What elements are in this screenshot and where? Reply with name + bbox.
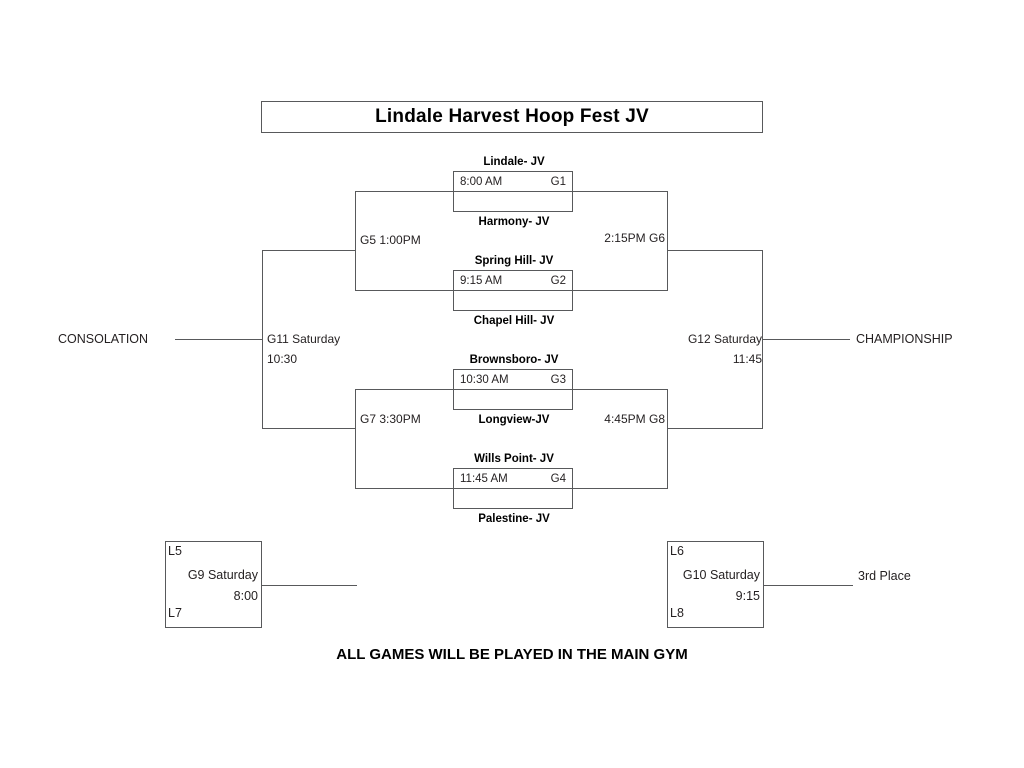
final-g11-line1: G11 Saturday: [267, 332, 341, 346]
connector-g3-to-g8: [573, 389, 668, 390]
g9-output-line: [261, 585, 357, 586]
semifinal-g6-label: 2:15PM G6: [604, 231, 665, 245]
game-g10-line2: 9:15: [735, 589, 760, 603]
seed-l8: L8: [670, 606, 684, 620]
seed-l5: L5: [168, 544, 182, 558]
bracket-spine-g7: [355, 389, 356, 488]
final-g11-line2: 10:30: [267, 352, 298, 366]
final-g12-line2: 11:45: [732, 352, 762, 366]
game-g4-row: 11:45 AM G4: [454, 469, 572, 489]
connector-g1-to-g6: [573, 191, 668, 192]
g10-output-line: [763, 585, 853, 586]
team-g2-top: Spring Hill- JV: [474, 255, 554, 267]
final-g12-line1: G12 Saturday: [687, 332, 762, 346]
team-g1-bottom: Harmony- JV: [478, 216, 550, 228]
semifinal-g8-label: 4:45PM G8: [604, 412, 665, 426]
team-g3-bottom: Longview-JV: [478, 414, 550, 426]
game-box-g4[interactable]: Wills Point- JV 11:45 AM G4 Palestine- J…: [453, 453, 573, 525]
championship-label: CHAMPIONSHIP: [856, 332, 953, 346]
game-g2-time: 9:15 AM: [460, 274, 503, 287]
championship-output-line: [762, 339, 850, 340]
connector-g2-to-g5: [355, 290, 454, 291]
game-box-g3[interactable]: Brownsboro- JV 10:30 AM G3 Longview-JV: [453, 354, 573, 426]
bracket-spine-g11: [262, 250, 263, 428]
consolation-g7-label: G7 3:30PM: [360, 412, 421, 426]
connector-g1-to-g5: [355, 191, 454, 192]
game-g4-id: G4: [550, 472, 566, 485]
seed-l6: L6: [670, 544, 684, 558]
team-g3-top: Brownsboro- JV: [469, 354, 559, 366]
team-g1-top: Lindale- JV: [483, 156, 545, 168]
team-g2-bottom: Chapel Hill- JV: [473, 315, 555, 327]
game-g3-row: 10:30 AM G3: [454, 370, 572, 390]
game-g9-line2: 8:00: [233, 589, 258, 603]
game-g1-id: G1: [550, 175, 566, 188]
connector-g4-to-g8: [573, 488, 668, 489]
game-g1-time: 8:00 AM: [460, 175, 503, 188]
page-title: Lindale Harvest Hoop Fest JV: [375, 106, 649, 127]
game-g2-row: 9:15 AM G2: [454, 271, 572, 291]
footer-note: ALL GAMES WILL BE PLAYED IN THE MAIN GYM: [336, 646, 688, 663]
team-g4-top: Wills Point- JV: [474, 453, 554, 465]
consolation-label: CONSOLATION: [58, 332, 149, 346]
tournament-title-box: Lindale Harvest Hoop Fest JV: [261, 101, 763, 133]
game-g10-line1: G10 Saturday: [682, 568, 760, 582]
game-box-g1[interactable]: Lindale- JV 8:00 AM G1 Harmony- JV: [453, 156, 573, 228]
consolation-box-g9[interactable]: [165, 541, 262, 628]
connector-g8-to-g12: [667, 428, 763, 429]
game-g9-line1: G9 Saturday: [187, 568, 258, 582]
connector-g6-to-g12: [667, 250, 763, 251]
consolation-output-line: [175, 339, 262, 340]
game-g3-id: G3: [550, 373, 566, 386]
game-g1-row: 8:00 AM G1: [454, 172, 572, 192]
seed-l7: L7: [168, 606, 182, 620]
game-box-g2[interactable]: Spring Hill- JV 9:15 AM G2 Chapel Hill- …: [453, 255, 573, 327]
bracket-spine-g5: [355, 191, 356, 290]
game-g3-time: 10:30 AM: [460, 373, 509, 386]
connector-g5-to-g11: [262, 250, 356, 251]
connector-g4-to-g7: [355, 488, 454, 489]
team-g4-bottom: Palestine- JV: [478, 513, 550, 525]
bracket-spine-g8: [667, 389, 668, 488]
connector-g2-to-g6: [573, 290, 668, 291]
game-g2-id: G2: [550, 274, 566, 287]
connector-g7-to-g11: [262, 428, 356, 429]
bracket-spine-g6: [667, 191, 668, 290]
connector-g3-to-g7: [355, 389, 454, 390]
consolation-g5-label: G5 1:00PM: [360, 233, 421, 247]
game-g4-time: 11:45 AM: [460, 472, 508, 485]
consolation-box-g10[interactable]: [667, 541, 764, 628]
third-place-label: 3rd Place: [858, 569, 911, 583]
